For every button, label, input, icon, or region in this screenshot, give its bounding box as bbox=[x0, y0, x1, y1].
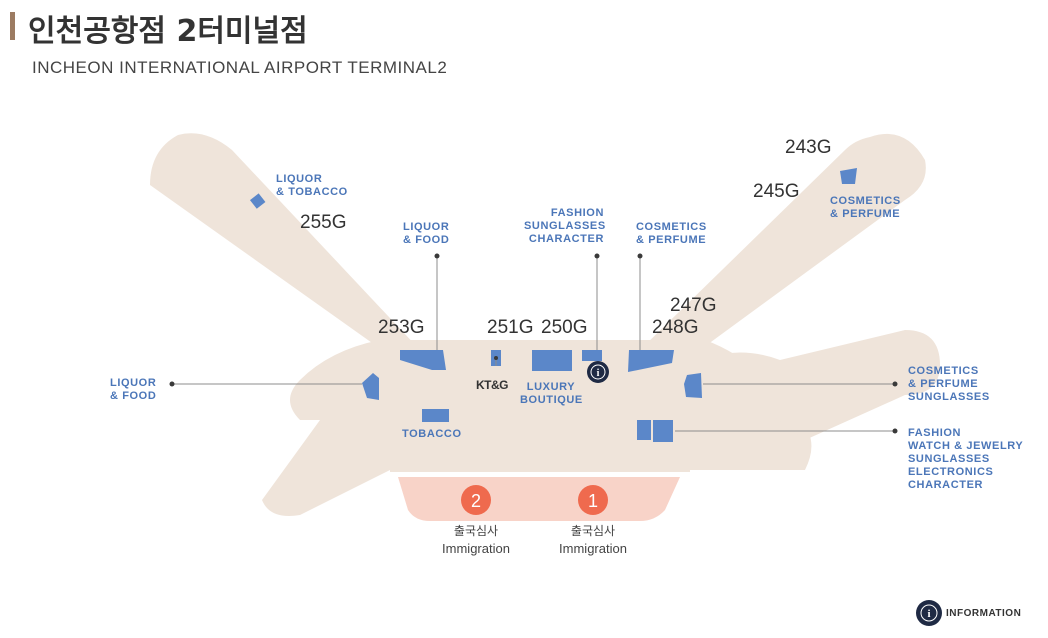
store-liquor-food-253 bbox=[400, 350, 446, 370]
store-luxury-boutique bbox=[532, 350, 572, 371]
title-accent-bar bbox=[10, 12, 15, 40]
gate-251: 251G bbox=[487, 317, 534, 338]
label-liquor-tobacco-nw: LIQUOR& TOBACCO bbox=[276, 173, 348, 198]
store-cosmetics-248 bbox=[628, 350, 674, 372]
label-cosmetics-ne: COSMETICS& PERFUME bbox=[830, 195, 901, 220]
store-cosmetics-ne bbox=[840, 168, 857, 184]
label-liquor-food-left: LIQUOR& FOOD bbox=[110, 377, 157, 402]
immigration-badge-1: 1 bbox=[578, 485, 608, 515]
info-legend-badge: i bbox=[916, 600, 942, 626]
legend-label: INFORMATION bbox=[946, 608, 1022, 619]
store-tobacco bbox=[422, 409, 449, 422]
immigration-number-1: 1 bbox=[588, 491, 598, 511]
info-glyph: i bbox=[597, 368, 600, 379]
page-subtitle: INCHEON INTERNATIONAL AIRPORT TERMINAL2 bbox=[32, 58, 448, 77]
store-liquor-food-left bbox=[362, 373, 379, 400]
immigration-badge-2: 2 bbox=[461, 485, 491, 515]
store-liquor-tobacco-nw bbox=[249, 193, 266, 209]
floor-right-wing bbox=[700, 330, 940, 440]
immigration-number-2: 2 bbox=[471, 491, 481, 511]
store-fashion-right-b bbox=[653, 420, 673, 442]
info-legend-glyph: i bbox=[927, 608, 930, 620]
immigration-label-1: 출국심사 Immigration bbox=[559, 524, 627, 556]
store-fashion-250 bbox=[582, 350, 602, 361]
leader-lines bbox=[169, 253, 898, 434]
gate-255: 255G bbox=[300, 212, 347, 233]
stores bbox=[249, 168, 857, 442]
floor-plan bbox=[150, 133, 940, 516]
label-liquor-food-top: LIQUOR& FOOD bbox=[403, 221, 450, 246]
immigration-zone bbox=[398, 477, 680, 521]
page-title: 인천공항점 2터미널점 bbox=[28, 14, 308, 49]
floor-right-arm bbox=[640, 133, 926, 350]
label-cosmetics-top: COSMETICS& PERFUME bbox=[636, 221, 707, 246]
floor-central-hall bbox=[262, 340, 812, 516]
store-fashion-right-a bbox=[637, 420, 651, 440]
gate-243: 243G bbox=[785, 137, 832, 158]
gate-247: 247G bbox=[670, 295, 717, 316]
immigration-label-2: 출국심사 Immigration bbox=[442, 524, 510, 556]
store-cosmetics-right bbox=[684, 373, 702, 398]
gate-248: 248G bbox=[652, 317, 699, 338]
gate-245: 245G bbox=[753, 181, 800, 202]
brand-kt-g: KT&G bbox=[476, 378, 509, 392]
floor-left-arm bbox=[150, 133, 420, 350]
label-tobacco: TOBACCO bbox=[402, 428, 462, 440]
info-badge-map: i bbox=[587, 361, 609, 383]
gate-250: 250G bbox=[541, 317, 588, 338]
gate-253: 253G bbox=[378, 317, 425, 338]
